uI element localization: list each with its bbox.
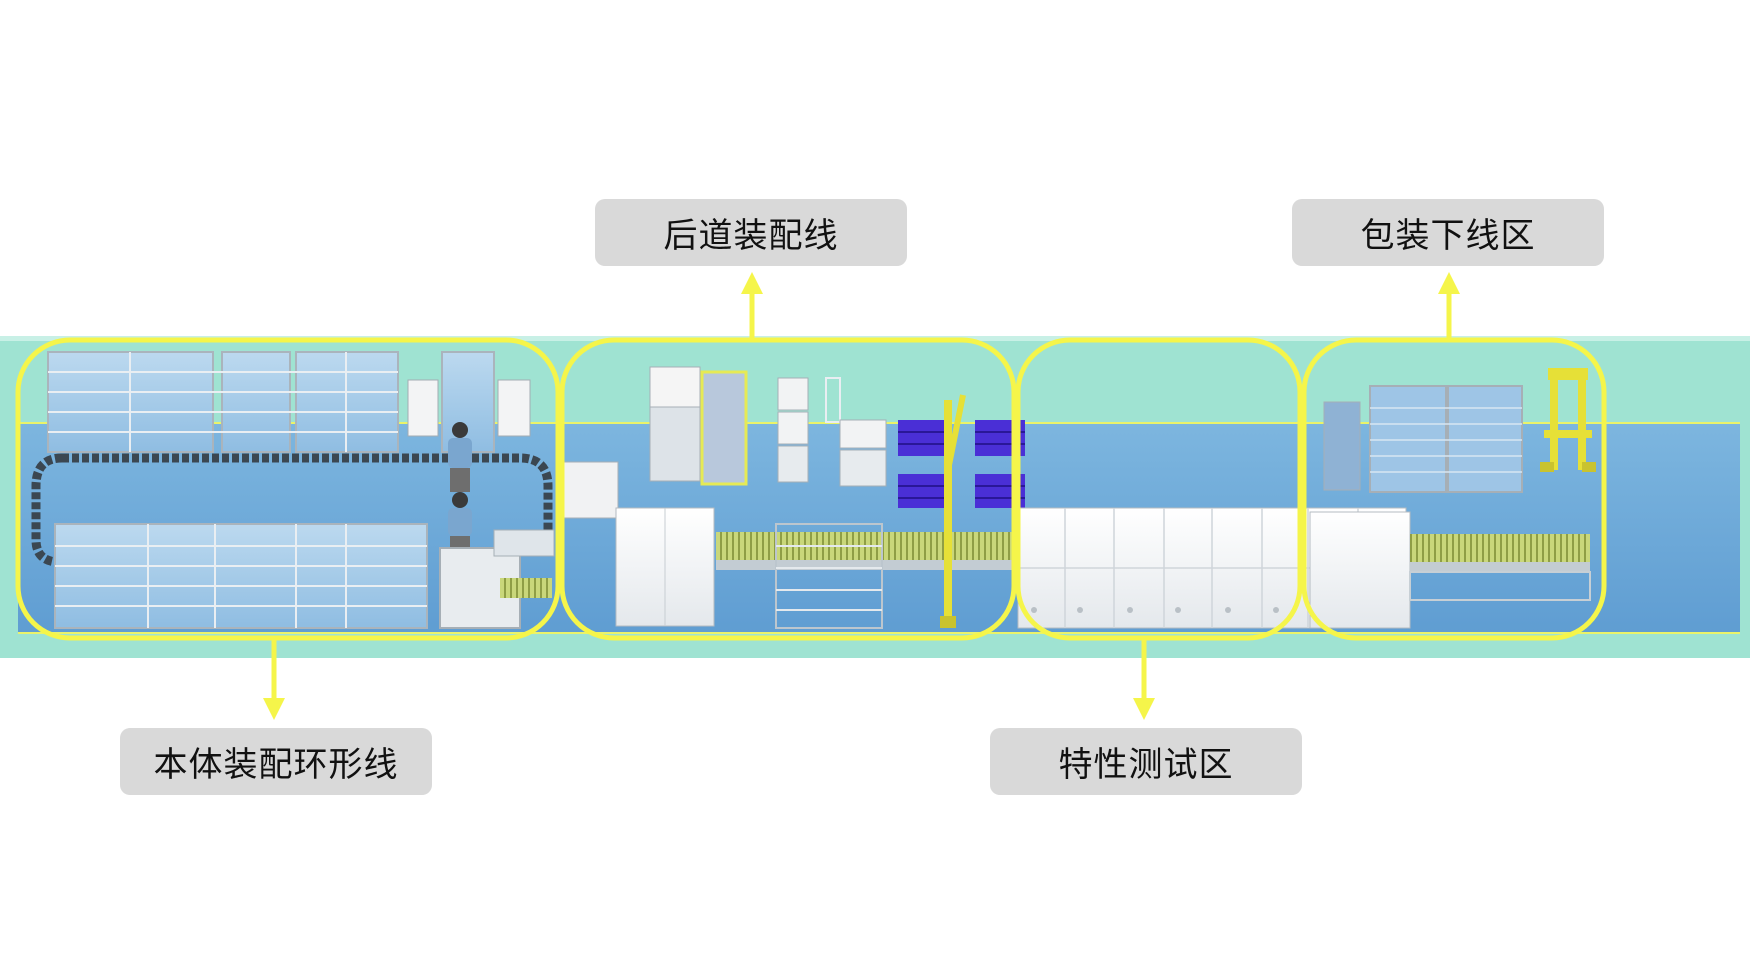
body-assembly-ring-line-equipment — [31, 351, 555, 629]
crane-jib — [940, 394, 966, 628]
zone-outline-rear-assembly — [559, 337, 1017, 641]
label-body-assembly-ring-line: 本体装配环形线 — [120, 728, 432, 795]
label-rear-assembly-line: 后道装配线 — [595, 199, 907, 266]
zone-outline-packaging — [1301, 337, 1607, 641]
label-packaging-offline-area: 包装下线区 — [1292, 199, 1604, 266]
arrow-up-rear-assembly — [741, 272, 763, 338]
operator-figures — [448, 422, 472, 558]
label-characteristic-test-area: 特性测试区 — [990, 728, 1302, 795]
packaging-offline-equipment — [1309, 368, 1596, 629]
arrow-down-body-assembly — [263, 640, 285, 720]
ring-conveyor — [31, 453, 553, 567]
arrow-up-packaging — [1438, 272, 1460, 338]
yellow-stacker — [1540, 368, 1596, 472]
zone-outline-body-assembly — [15, 337, 561, 641]
arrows — [263, 272, 1460, 720]
zone-outlines — [15, 337, 1607, 641]
zone-outline-characteristic-test — [1015, 337, 1303, 641]
pallet-stacks — [898, 420, 1025, 508]
storage-shelves-back — [47, 351, 531, 453]
storage-shelves-front — [54, 523, 428, 629]
rear-assembly-line-equipment — [563, 366, 1025, 629]
arrow-down-characteristic-test — [1133, 640, 1155, 720]
